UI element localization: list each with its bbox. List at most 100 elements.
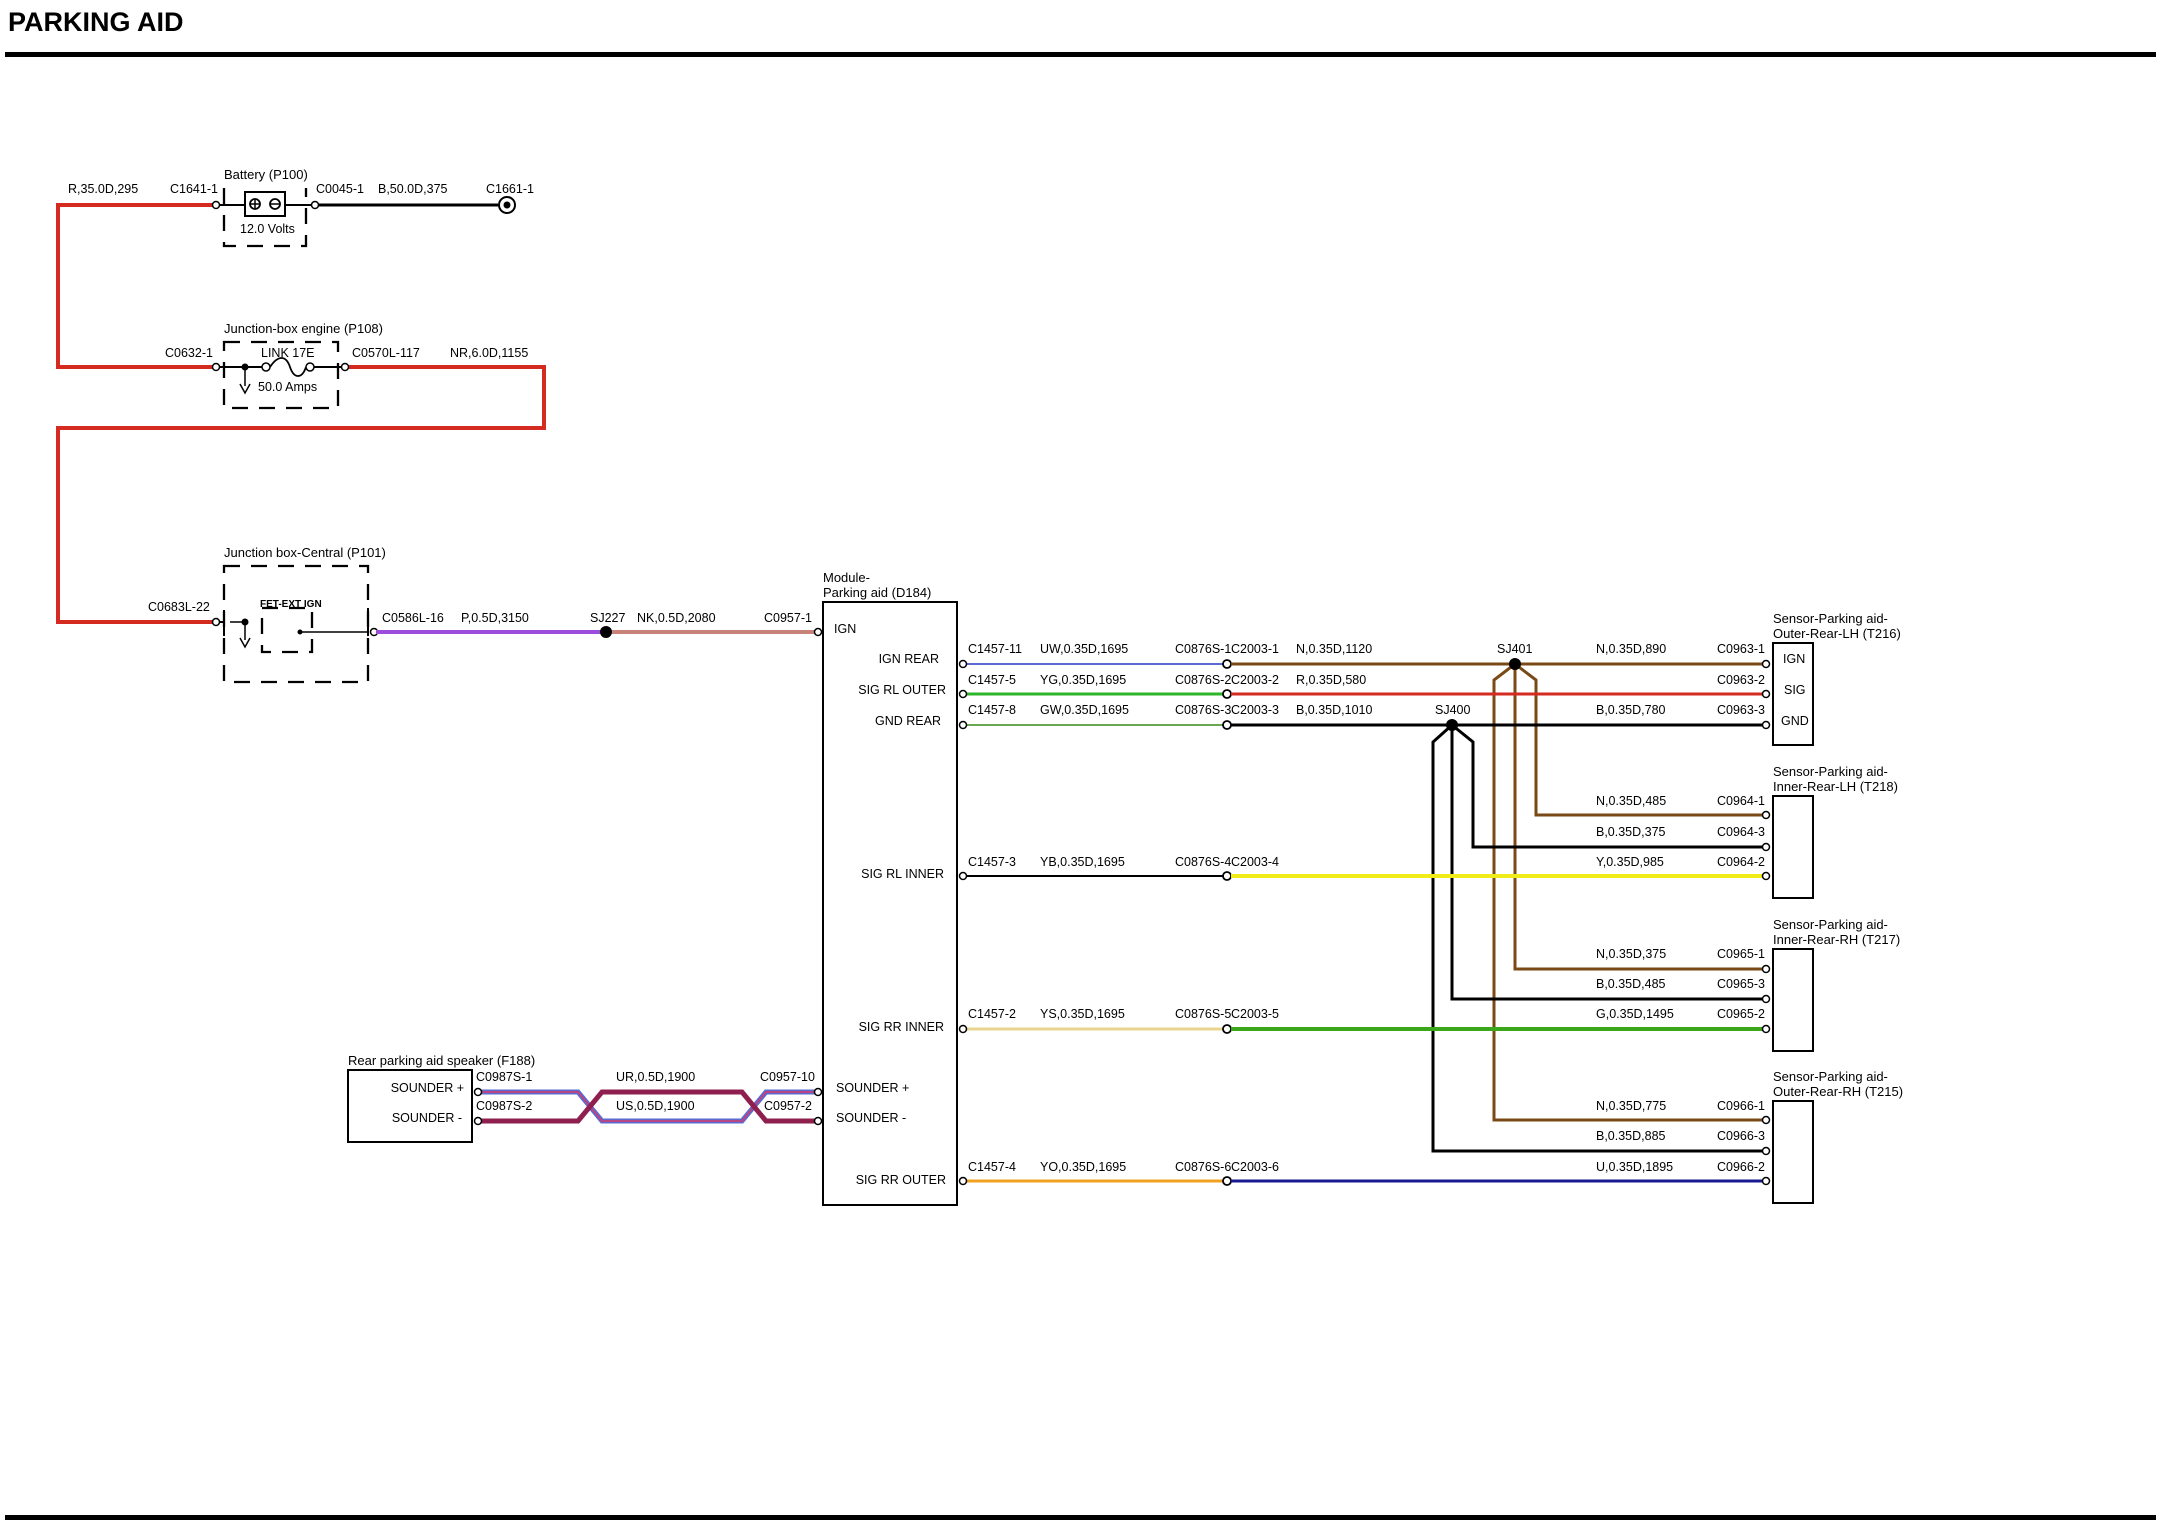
connector-label: C0964-3 <box>1717 825 1765 839</box>
connector-label: C0876S-1 <box>1175 642 1231 656</box>
connector-label: C0987S-2 <box>476 1099 532 1113</box>
wire-label: B,0.35D,485 <box>1596 977 1666 991</box>
splice-sj227 <box>600 626 612 638</box>
module-pin-sig-rr-outer: SIG RR OUTER <box>856 1173 946 1187</box>
wire-label: YB,0.35D,1695 <box>1040 855 1125 869</box>
connector-label: C0987S-1 <box>476 1070 532 1084</box>
connector-label: C0876S-6 <box>1175 1160 1231 1174</box>
module-harness-wires <box>963 663 1224 1183</box>
splice-label: SJ400 <box>1435 703 1470 717</box>
connector-label: C0966-2 <box>1717 1160 1765 1174</box>
connector-label: C1661-1 <box>486 182 534 196</box>
sensor-terminals <box>1761 659 1771 1186</box>
connector-label: C0963-2 <box>1717 673 1765 687</box>
connector-label: C0632-1 <box>165 346 213 360</box>
connector-label: C0963-1 <box>1717 642 1765 656</box>
sensor-inner-rear-lh-t218: Sensor-Parking aid- Inner-Rear-LH (T218) <box>1772 764 1898 899</box>
wire-label: YG,0.35D,1695 <box>1040 673 1126 687</box>
connector-label: C0957-10 <box>760 1070 815 1084</box>
wire-label: B,0.35D,780 <box>1596 703 1666 717</box>
component-name: Junction box-Central (P101) <box>224 545 386 560</box>
connector-label: C0045-1 <box>316 182 364 196</box>
junction-box-engine-p108: Junction-box engine (P108) LINK 17E 50.0… <box>211 321 383 410</box>
fuse-rating: 50.0 Amps <box>258 380 317 394</box>
footer-rule <box>5 1515 2156 1520</box>
connector-label: C0586L-16 <box>382 611 444 625</box>
page-title: PARKING AID <box>8 7 184 37</box>
connector-label: C2003-1 <box>1231 642 1279 656</box>
rear-parking-aid-speaker-f188: Rear parking aid speaker (F188) SOUNDER … <box>347 1053 535 1143</box>
connector-label: C0683L-22 <box>148 600 210 614</box>
connector-label: C1457-3 <box>968 855 1016 869</box>
component-name-line2: Inner-Rear-LH (T218) <box>1773 779 1898 794</box>
connector-label: C0966-1 <box>1717 1099 1765 1113</box>
wire-label: N,0.35D,1120 <box>1296 642 1372 656</box>
connector-label: C0876S-4 <box>1175 855 1231 869</box>
component-name-line1: Sensor-Parking aid- <box>1773 917 1888 932</box>
connector-label: C1457-2 <box>968 1007 1016 1021</box>
module-pin-ign: IGN <box>834 622 856 636</box>
component-name-line2: Outer-Rear-RH (T215) <box>1773 1084 1903 1099</box>
connector-label: C0876S-3 <box>1175 703 1231 717</box>
splice-label: SJ401 <box>1497 642 1532 656</box>
wire-label: R,0.35D,580 <box>1296 673 1366 687</box>
wire-label: YO,0.35D,1695 <box>1040 1160 1126 1174</box>
connector-label: C0965-1 <box>1717 947 1765 961</box>
wire-label: YS,0.35D,1695 <box>1040 1007 1125 1021</box>
component-name: Rear parking aid speaker (F188) <box>348 1053 535 1068</box>
connector-label: C1457-5 <box>968 673 1016 687</box>
module-pin-ign-rear: IGN REAR <box>879 652 939 666</box>
connector-label: C0965-2 <box>1717 1007 1765 1021</box>
component-name-line2: Outer-Rear-LH (T216) <box>1773 626 1901 641</box>
connector-label: C0570L-117 <box>352 346 420 360</box>
wire-label: N,0.35D,485 <box>1596 794 1666 808</box>
battery-p100: Battery (P100) 12.0 Volts <box>211 167 320 248</box>
module-pin-sounder-plus: SOUNDER + <box>836 1081 909 1095</box>
wire-label: U,0.35D,1895 <box>1596 1160 1673 1174</box>
fuse-icon <box>261 362 271 372</box>
switch-label: FET-EXT IGN <box>260 599 322 610</box>
wire-label: B,0.35D,1010 <box>1296 703 1372 717</box>
connector-label: C2003-5 <box>1231 1007 1279 1021</box>
splice-sj401 <box>1509 658 1521 670</box>
wire-label: B,0.35D,375 <box>1596 825 1666 839</box>
connector-label: C0966-3 <box>1717 1129 1765 1143</box>
wire-label: N,0.35D,375 <box>1596 947 1666 961</box>
sensor-ign-wires-brown <box>1231 662 1766 1122</box>
connector-label: C0957-1 <box>764 611 812 625</box>
speaker-pin-plus: SOUNDER + <box>391 1081 464 1095</box>
component-name: Battery (P100) <box>224 167 308 182</box>
connector-label: C0965-3 <box>1717 977 1765 991</box>
battery-rating: 12.0 Volts <box>240 222 295 236</box>
wire-label: NK,0.5D,2080 <box>637 611 716 625</box>
component-name: Junction-box engine (P108) <box>224 321 383 336</box>
module-harness-terminals <box>958 659 968 1186</box>
connector-label: C0964-1 <box>1717 794 1765 808</box>
connector-label: C0963-3 <box>1717 703 1765 717</box>
junction-box-central-p101: Junction box-Central (P101) FET-EXT IGN <box>211 545 386 684</box>
connector-label: C2003-6 <box>1231 1160 1279 1174</box>
connector-label: C1457-8 <box>968 703 1016 717</box>
connector-label: C0876S-5 <box>1175 1007 1231 1021</box>
inline-connectors-c0876s-c2003 <box>1222 659 1232 1186</box>
module-parking-aid-d184: Module- Parking aid (D184) IGN IGN REAR … <box>822 570 958 1206</box>
speaker-pin-minus: SOUNDER - <box>392 1111 462 1125</box>
sounder-twisted-pair <box>478 1089 816 1124</box>
battery-feed-wire <box>56 203 546 624</box>
connector-label: C1457-11 <box>968 642 1022 656</box>
module-pin-sig-rl-inner: SIG RL INNER <box>861 867 944 881</box>
splice-sj400 <box>1446 719 1458 731</box>
header-rule <box>5 52 2156 57</box>
sensor-gnd-wires-black <box>1231 723 1766 1153</box>
sensor-outer-rear-rh-t215: Sensor-Parking aid- Outer-Rear-RH (T215) <box>1772 1069 1903 1204</box>
sensor-inner-rear-rh-t217: Sensor-Parking aid- Inner-Rear-RH (T217) <box>1772 917 1900 1052</box>
sensor-outer-rear-lh-t216: Sensor-Parking aid- Outer-Rear-LH (T216)… <box>1772 611 1901 746</box>
wire-label: N,0.35D,890 <box>1596 642 1666 656</box>
component-name-line2: Parking aid (D184) <box>823 585 931 600</box>
connector-label: C2003-2 <box>1231 673 1279 687</box>
wire-label: NR,6.0D,1155 <box>450 346 528 360</box>
component-name-line1: Sensor-Parking aid- <box>1773 611 1888 626</box>
wire-label: UW,0.35D,1695 <box>1040 642 1128 656</box>
connector-label: C0876S-2 <box>1175 673 1231 687</box>
connector-label: C0957-2 <box>764 1099 812 1113</box>
